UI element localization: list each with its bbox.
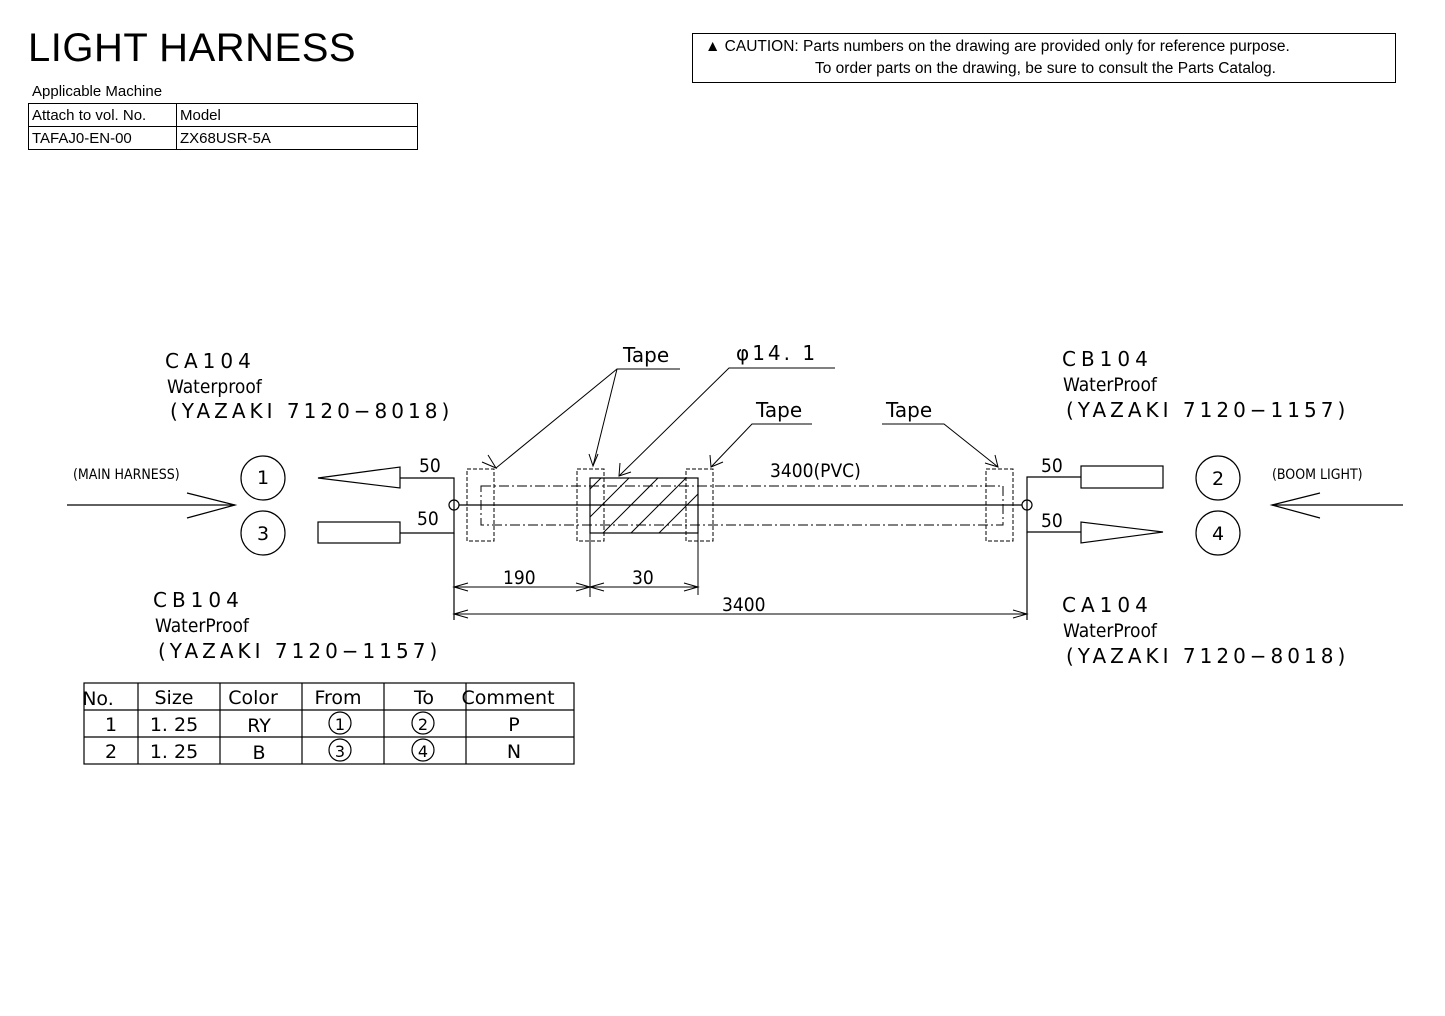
male-connector-icon [1080, 521, 1164, 544]
tape-wrap [985, 468, 1014, 542]
connector-type: WaterProof [1063, 374, 1158, 396]
main-harness-arrow-icon [67, 492, 238, 519]
connector-part: (YAZAKI 7120−1157) [158, 639, 441, 663]
connector-name: CA104 [1062, 593, 1153, 617]
pin-circle [240, 510, 286, 556]
pin-number: 2 [1212, 468, 1224, 490]
connector-type: WaterProof [1063, 620, 1158, 642]
pin-circle [1195, 510, 1241, 556]
table-cell: 1 [105, 714, 117, 736]
tube-label: 3400(PVC) [770, 460, 861, 482]
header-cell: Model [176, 103, 418, 127]
table-cell: N [507, 741, 521, 763]
applicable-machine-label: Applicable Machine [32, 83, 163, 100]
tape-label: Tape [622, 343, 669, 367]
caution-line2: To order parts on the drawing, be sure t… [815, 60, 1276, 77]
lead-length: 50 [1041, 510, 1063, 532]
lead-length: 50 [1041, 455, 1063, 477]
connector-type: Waterproof [167, 376, 263, 398]
table-cell: 1. 25 [150, 741, 198, 763]
page-title: LIGHT HARNESS [28, 26, 357, 70]
table-header: From [314, 687, 361, 709]
table-cell: 1 [335, 715, 345, 734]
caution-line1: CAUTION: Parts numbers on the drawing ar… [724, 38, 1290, 55]
pin-circle [240, 455, 286, 501]
pin-circle [1195, 455, 1241, 501]
tape-wrap [685, 468, 714, 542]
tape-wrap [466, 468, 495, 542]
table-cell: 1. 25 [150, 714, 198, 736]
table-cell: 4 [418, 742, 428, 761]
warning-triangle-icon: ▲ [705, 38, 721, 55]
table-header: To [413, 687, 434, 709]
table-header: Color [228, 687, 278, 709]
connector-part: (YAZAKI 7120−8018) [170, 399, 453, 423]
wire-table [83, 682, 575, 765]
tape-wrap [576, 468, 605, 542]
lead-length: 50 [417, 508, 439, 530]
connector-name: CB104 [153, 588, 244, 612]
connector-part: (YAZAKI 7120−8018) [1066, 644, 1349, 668]
dimension-3400: 3400 [722, 594, 766, 616]
female-connector-icon [1080, 465, 1164, 489]
male-connector-icon [317, 466, 401, 489]
table-cell: P [508, 714, 519, 736]
table-header: No. [82, 688, 114, 710]
table-header: Size [154, 687, 193, 709]
table-header: Comment [461, 687, 554, 709]
cell: ZX68USR-5A [176, 126, 418, 150]
connector-name: CA104 [165, 349, 256, 373]
female-connector-icon [317, 521, 401, 544]
connector-type: WaterProof [155, 615, 250, 637]
pin-number: 4 [1212, 523, 1224, 545]
table-cell: 2 [105, 741, 117, 763]
lead-length: 50 [419, 455, 441, 477]
tape-label: Tape [755, 398, 802, 422]
table-cell: B [252, 742, 265, 764]
pin-number: 3 [257, 523, 269, 545]
tape-label: Tape [885, 398, 932, 422]
pin-number: 1 [257, 467, 269, 489]
connector-name: CB104 [1062, 347, 1153, 371]
connector-part: (YAZAKI 7120−1157) [1066, 398, 1349, 422]
table-cell: RY [247, 715, 271, 737]
table-cell: 2 [418, 715, 428, 734]
dimension-190: 190 [503, 567, 536, 589]
boom-light-arrow-icon [1269, 492, 1403, 519]
dimension-30: 30 [632, 567, 654, 589]
boom-light-label: (BOOM LIGHT) [1272, 467, 1363, 483]
diameter-section [589, 477, 699, 534]
cell: TAFAJ0-EN-00 [28, 126, 177, 150]
diameter-label: φ14. 1 [736, 341, 818, 365]
pvc-tube [480, 485, 1004, 526]
caution-box: ▲ CAUTION: Parts numbers on the drawing … [692, 33, 1396, 83]
table-cell: 3 [335, 742, 345, 761]
main-harness-label: (MAIN HARNESS) [73, 467, 180, 483]
